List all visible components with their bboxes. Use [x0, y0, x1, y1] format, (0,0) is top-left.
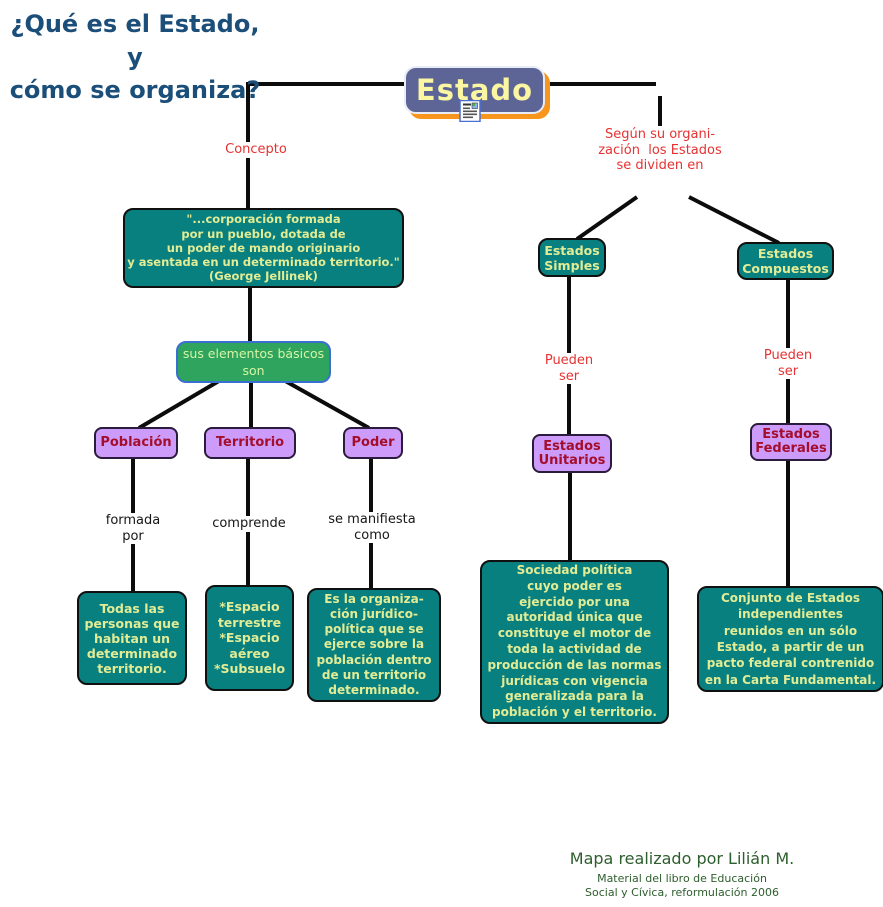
- link-label-pueden-ser-right: Pueden ser: [753, 348, 823, 379]
- node-estado: Estado: [404, 66, 545, 114]
- line-elements-poblacion: [137, 376, 226, 430]
- line-label-compuestos: [688, 195, 780, 245]
- line-estado-concepto: [246, 82, 404, 209]
- node-poder: Poder: [343, 427, 403, 459]
- footer-source: Material del libro de Educación Social y…: [585, 872, 779, 899]
- page-title: ¿Qué es el Estado, y cómo se organiza?: [9, 10, 261, 104]
- node-poblacion-desc: Todas las personas que habitan un determ…: [77, 591, 187, 685]
- node-estados-federales: Estados Federales: [750, 423, 832, 461]
- node-definition: "...corporación formada por un pueblo, d…: [123, 208, 404, 288]
- link-label-formada-por: formada por: [103, 513, 163, 544]
- footer-credit: Mapa realizado por Lilián M.: [569, 849, 795, 868]
- link-label-se-manifiesta: se manifiesta como: [324, 512, 420, 543]
- link-label-pueden-ser-left: Pueden ser: [534, 353, 604, 384]
- node-unitarios-desc: Sociedad política cuyo poder es ejercido…: [480, 560, 669, 724]
- link-label-concepto: Concepto: [214, 142, 298, 158]
- link-label-segun-organizacion: Según su organi- zación los Estados se d…: [590, 127, 730, 174]
- node-poblacion: Población: [94, 427, 178, 459]
- node-federales-desc: Conjunto de Estados independientes reuni…: [697, 586, 883, 692]
- node-estados-simples: Estados Simples: [538, 238, 606, 277]
- line-elements-poder: [279, 376, 370, 430]
- node-territorio-desc: *Espacio terrestre *Espacio aéreo *Subsu…: [205, 585, 294, 691]
- node-estados-compuestos: Estados Compuestos: [737, 242, 834, 280]
- line-label-simples: [575, 195, 639, 241]
- node-territorio: Territorio: [204, 427, 296, 459]
- document-icon: [459, 99, 481, 123]
- node-estados-unitarios: Estados Unitarios: [532, 434, 612, 473]
- link-label-comprende: comprende: [211, 516, 287, 532]
- node-elementos-basicos: sus elementos básicos son: [176, 341, 331, 383]
- node-poder-desc: Es la organiza- ción jurídico- política …: [307, 588, 441, 702]
